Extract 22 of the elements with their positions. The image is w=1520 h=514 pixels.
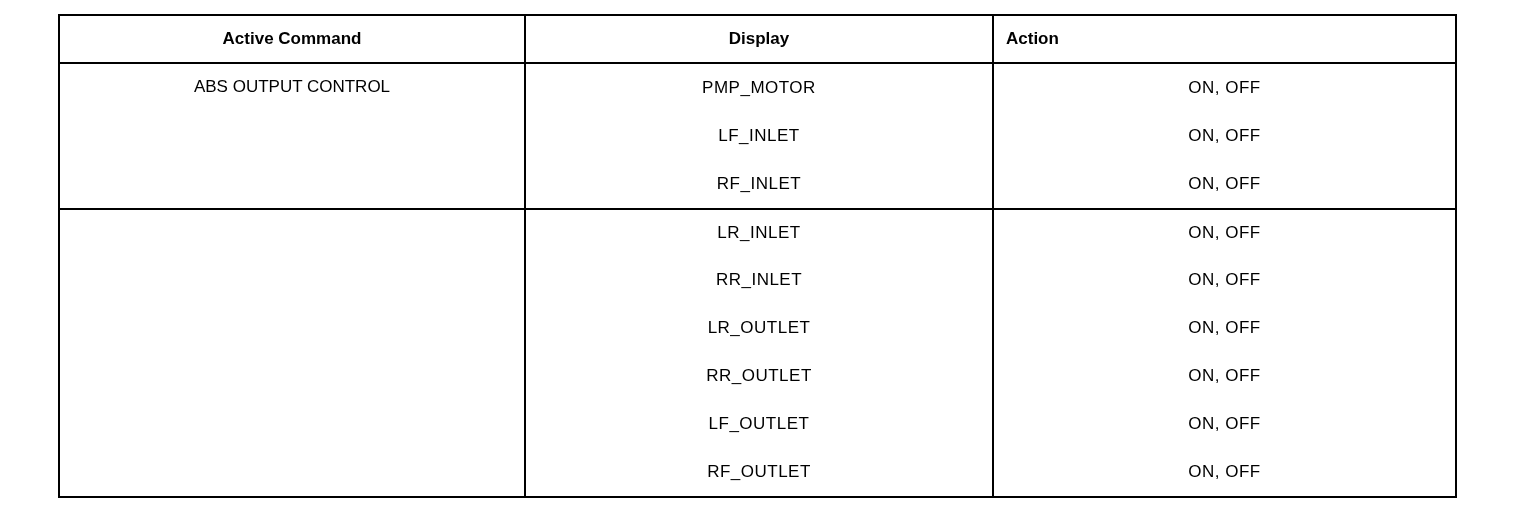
display-value: RR_OUTLET	[706, 365, 812, 388]
action-value: ON, OFF	[1188, 365, 1261, 388]
display-value: RF_INLET	[716, 173, 802, 196]
display-value: RR_INLET	[715, 269, 803, 292]
action-value: ON, OFF	[1188, 173, 1261, 196]
display-value: LR_INLET	[717, 222, 801, 245]
display-value: LF_OUTLET	[708, 413, 810, 436]
command-text: ABS OUTPUT CONTROL	[193, 76, 391, 98]
action-value: ON, OFF	[1188, 413, 1261, 436]
action-value: ON, OFF	[1188, 461, 1261, 484]
column-header: Active Command	[222, 28, 362, 51]
column-header: Display	[728, 28, 790, 51]
display-value: PMP_MOTOR	[702, 77, 816, 100]
action-value: ON, OFF	[1188, 77, 1261, 100]
action-value: ON, OFF	[1188, 222, 1261, 245]
display-value: LR_OUTLET	[707, 317, 811, 340]
action-value: ON, OFF	[1188, 269, 1261, 292]
display-value: LF_INLET	[718, 125, 800, 148]
display-value: RF_OUTLET	[707, 461, 811, 484]
column-header: Action	[1006, 28, 1059, 51]
action-value: ON, OFF	[1188, 125, 1261, 148]
action-value: ON, OFF	[1188, 317, 1261, 340]
